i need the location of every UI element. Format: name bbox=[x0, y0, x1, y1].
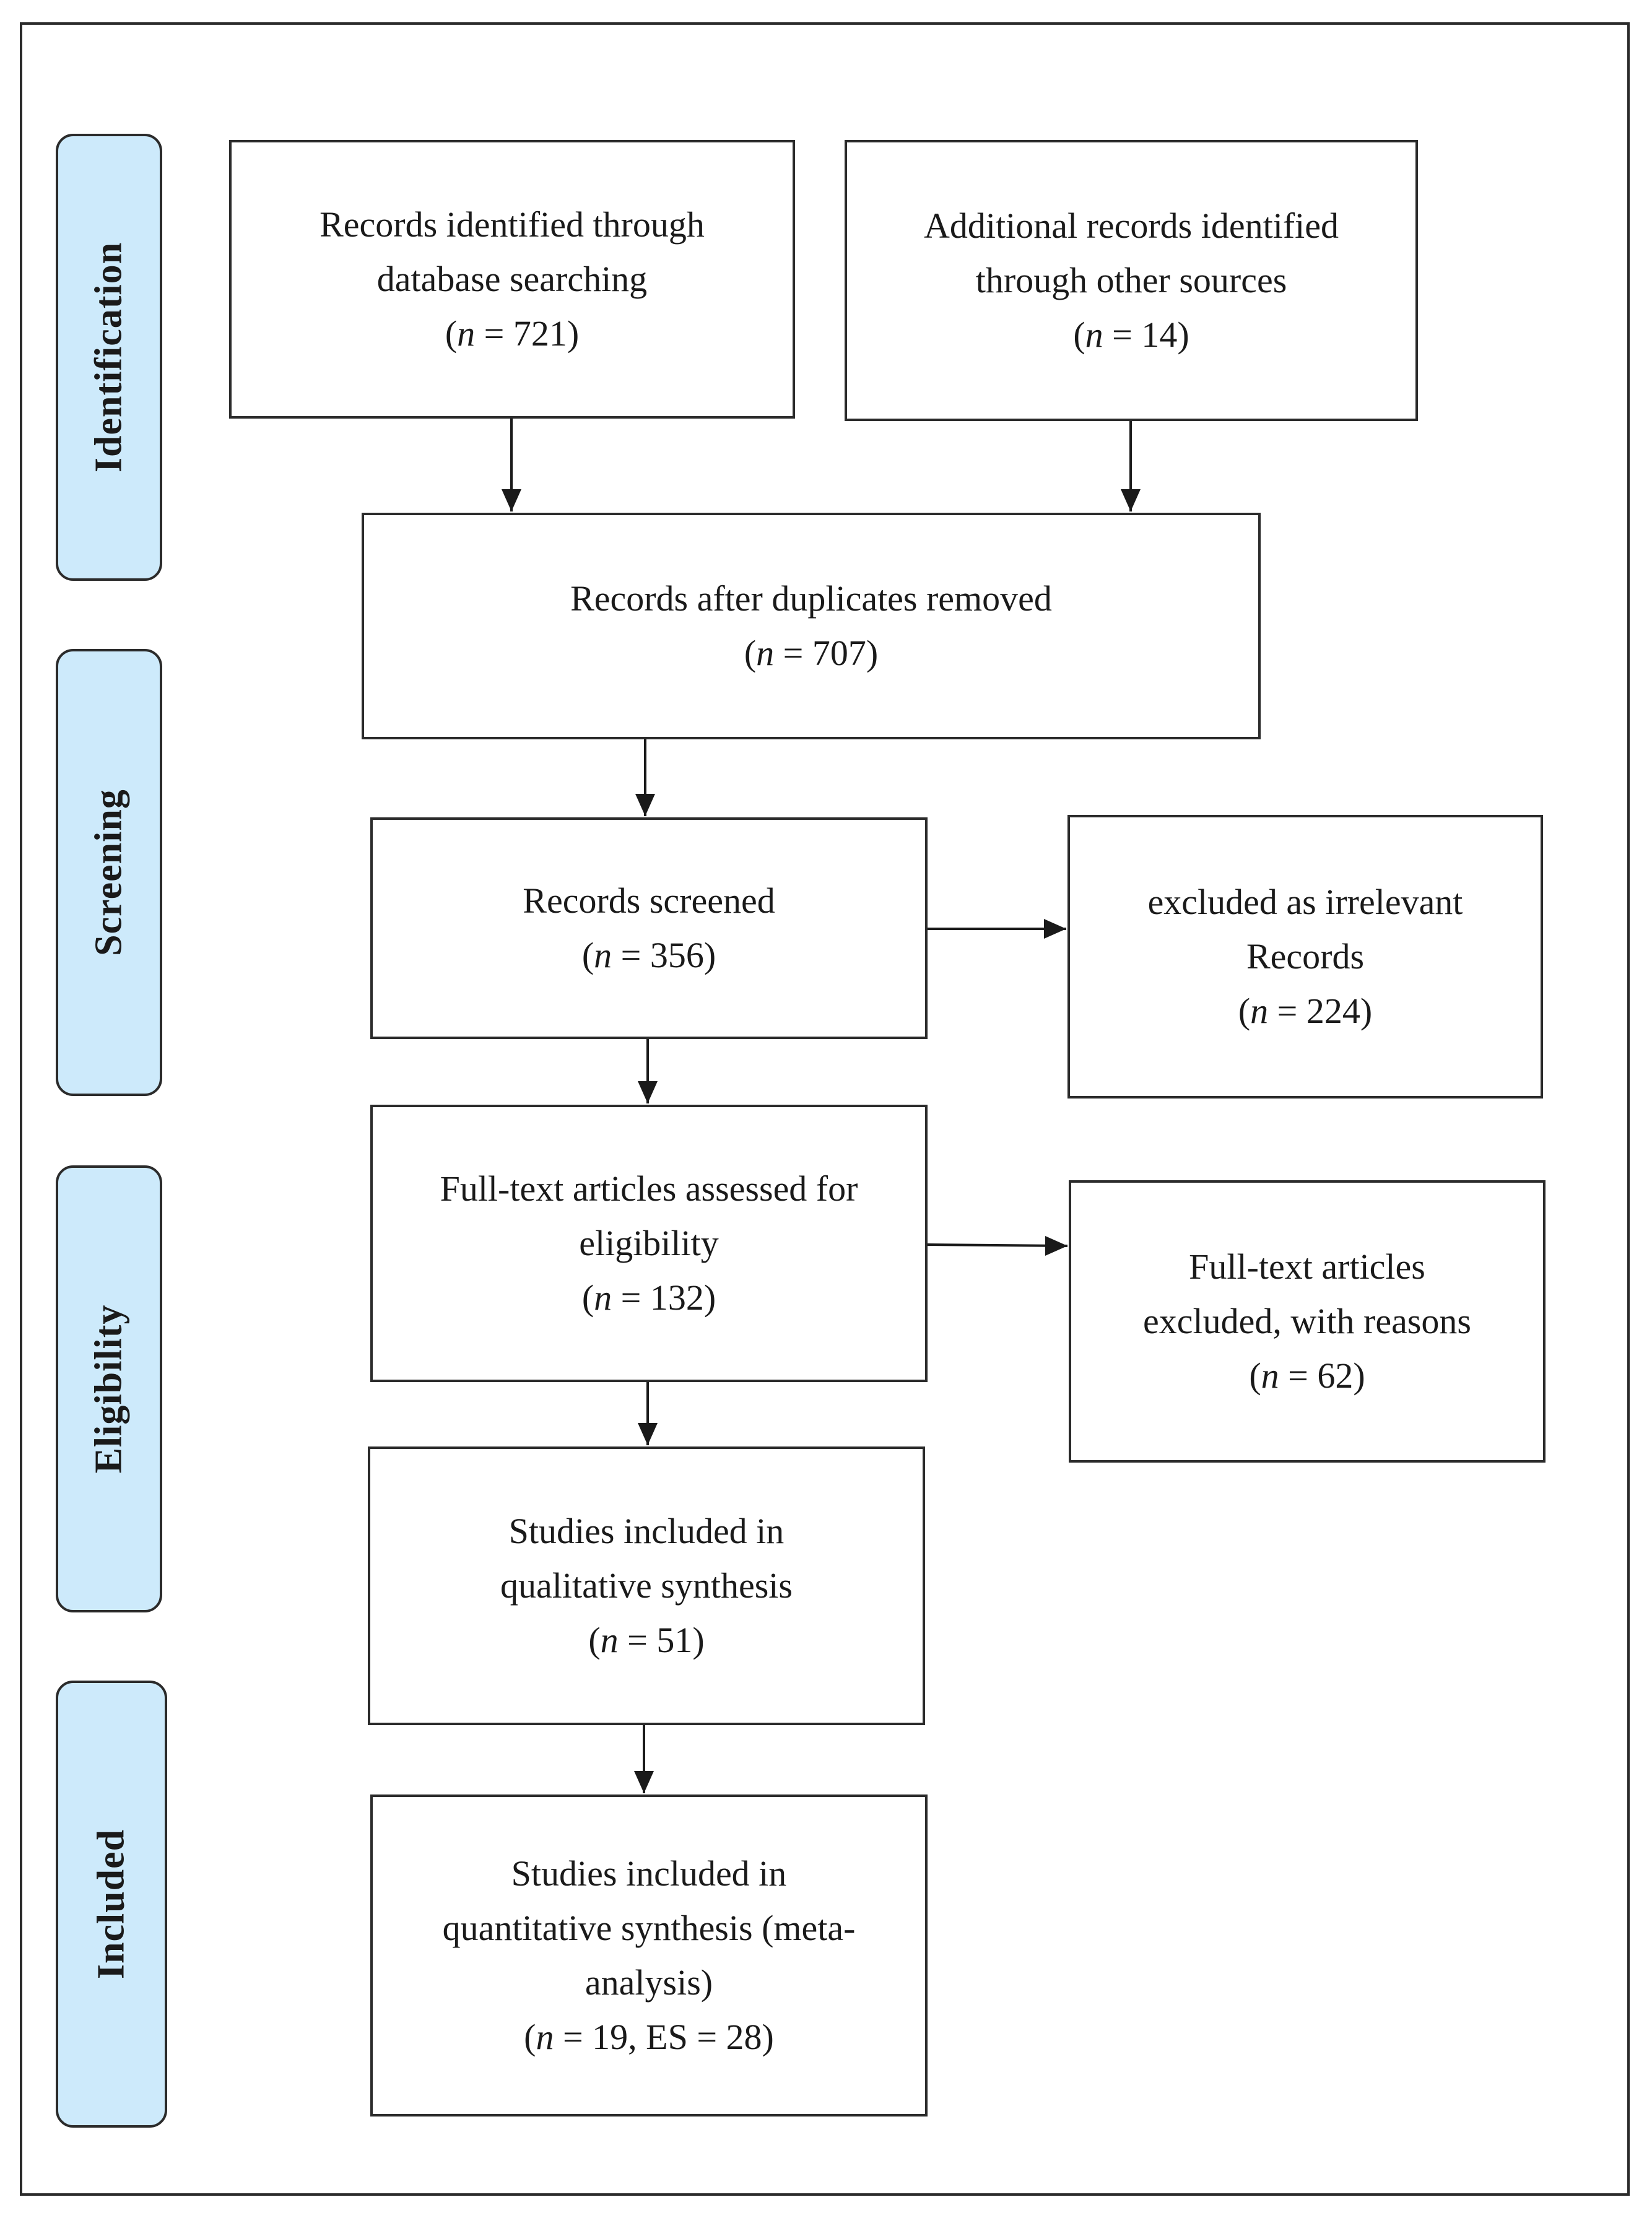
box-duplicates-removed: Records after duplicates removed (n = 70… bbox=[362, 513, 1261, 739]
box-records-screened: Records screened (n = 356) bbox=[370, 817, 928, 1039]
box-text-line: Full-text articles bbox=[1189, 1246, 1425, 1287]
box-count: (n = 707) bbox=[744, 633, 879, 673]
phase-eligibility: Eligibility bbox=[56, 1165, 162, 1612]
box-text-line: database searching bbox=[376, 259, 648, 299]
box-text-line: Records after duplicates removed bbox=[570, 578, 1052, 619]
box-count: (n = 721) bbox=[445, 313, 580, 354]
box-database-records: Records identified through database sear… bbox=[229, 140, 795, 419]
box-other-sources: Additional records identified through ot… bbox=[845, 140, 1418, 421]
phase-identification: Identification bbox=[56, 134, 162, 581]
phase-screening: Screening bbox=[56, 649, 162, 1096]
box-text-line: qualitative synthesis bbox=[500, 1565, 793, 1606]
box-text-line: Records bbox=[1246, 936, 1365, 977]
box-fulltext-assessed: Full-text articles assessed for eligibil… bbox=[370, 1105, 928, 1382]
box-text-line: eligibility bbox=[579, 1223, 719, 1263]
box-count: (n = 132) bbox=[581, 1277, 716, 1318]
box-count: (n = 224) bbox=[1238, 991, 1373, 1031]
box-text-line: Studies included in bbox=[511, 1853, 787, 1894]
phase-included: Included bbox=[56, 1681, 167, 2128]
box-text-line: through other sources bbox=[975, 260, 1287, 300]
box-quantitative-synthesis: Studies included in quantitative synthes… bbox=[370, 1794, 928, 2116]
box-text-line: excluded, with reasons bbox=[1143, 1301, 1471, 1341]
box-count: (n = 356) bbox=[581, 935, 716, 975]
box-qualitative-synthesis: Studies included in qualitative synthesi… bbox=[368, 1446, 925, 1725]
box-text-line: quantitative synthesis (meta- bbox=[442, 1908, 856, 1948]
phase-identification-label: Identification bbox=[87, 241, 130, 473]
box-count: (n = 14) bbox=[1073, 315, 1189, 355]
box-text-line: Records identified through bbox=[320, 204, 705, 245]
box-text-line: excluded as irrelevant bbox=[1147, 882, 1463, 922]
phase-included-label: Included bbox=[90, 1829, 133, 1980]
box-text-line: Studies included in bbox=[508, 1511, 785, 1551]
box-text-line: Additional records identified bbox=[923, 206, 1339, 246]
phase-screening-label: Screening bbox=[87, 789, 130, 956]
box-fulltext-excluded: Full-text articles excluded, with reason… bbox=[1069, 1180, 1545, 1463]
box-excluded-irrelevant: excluded as irrelevant Records (n = 224) bbox=[1067, 815, 1543, 1098]
box-count: (n = 51) bbox=[588, 1620, 705, 1660]
phase-eligibility-label: Eligibility bbox=[87, 1304, 130, 1474]
box-text-line: Records screened bbox=[523, 881, 775, 921]
diagram-frame bbox=[20, 22, 1630, 2196]
box-text-line: Full-text articles assessed for bbox=[440, 1168, 858, 1209]
box-count: (n = 62) bbox=[1249, 1355, 1365, 1396]
box-count: (n = 19, ES = 28) bbox=[524, 2017, 774, 2057]
box-text-line: analysis) bbox=[585, 1962, 713, 2003]
